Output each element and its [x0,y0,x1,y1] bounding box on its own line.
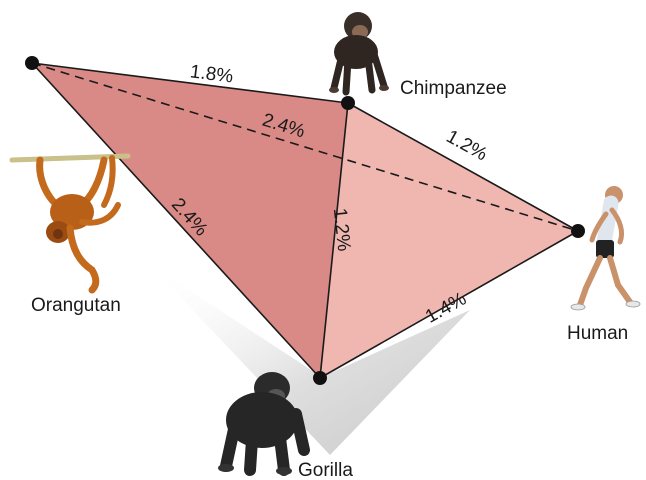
vertex-orangutan [25,56,39,70]
label-orangutan: Orangutan [31,295,121,316]
orangutan-icon [12,156,128,290]
chimpanzee-icon [329,12,389,93]
vertex-gorilla [313,371,327,385]
walking-human-icon [571,186,640,310]
vertex-human [571,224,585,238]
label-human: Human [567,323,628,344]
label-gorilla: Gorilla [298,460,353,480]
vertex-chimpanzee [341,96,355,110]
label-chimpanzee: Chimpanzee [400,78,507,99]
